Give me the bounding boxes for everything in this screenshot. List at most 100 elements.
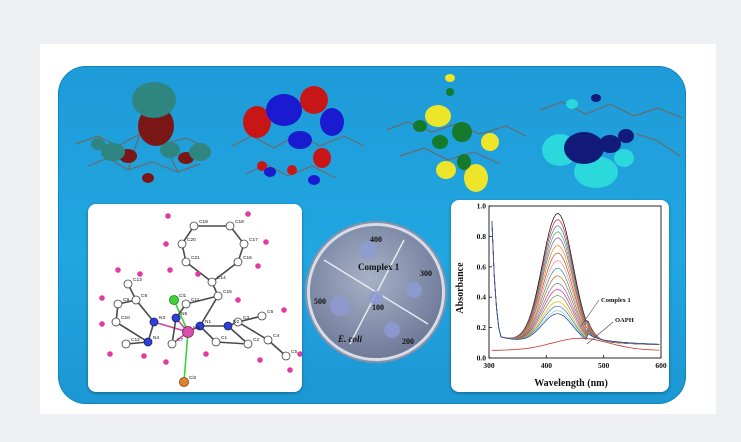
atom [257, 311, 267, 321]
zone-label-500: 500 [314, 297, 326, 306]
atom-label: C15 [223, 289, 232, 295]
atom-label: C21 [191, 255, 200, 261]
hydrogen-atom [203, 351, 209, 357]
atom-label: C7 [177, 337, 183, 343]
atom-label: C18 [235, 219, 244, 225]
y-axis-label: Absorbance [455, 262, 466, 314]
hydrogen-atom [141, 353, 147, 359]
atom-label: Cl2 [189, 375, 197, 381]
hydrogen-atom [287, 367, 293, 373]
hydrogen-atom [263, 239, 269, 245]
atom [182, 326, 194, 338]
y-tick-label: 0.0 [477, 354, 487, 363]
hydrogen-atom [99, 295, 105, 301]
atom-label: Mo [193, 325, 200, 331]
hydrogen-atom [137, 271, 143, 277]
atom [195, 321, 205, 331]
atom [233, 257, 243, 267]
hydrogen-atom [165, 213, 171, 219]
organism-label: E. coli [337, 334, 362, 344]
atom [207, 277, 217, 287]
hydrogen-atom [281, 307, 287, 313]
absorbance-series [491, 221, 660, 346]
zone-label-100: 100 [372, 303, 384, 312]
atom-label: C20 [187, 237, 196, 243]
hydrogen-atom [257, 357, 263, 363]
atom [263, 335, 273, 345]
y-tick-label: 1.0 [477, 202, 487, 211]
atom [211, 337, 221, 347]
atom-label: C10 [121, 315, 130, 321]
hydrogen-atom [115, 267, 121, 273]
atom-label: N3 [159, 315, 165, 321]
atom-label: C13 [133, 277, 142, 283]
atom-label: C9 [123, 297, 129, 303]
atom-label: N5 [181, 311, 187, 317]
atom-label: C5 [291, 349, 297, 355]
orbital-image-3 [380, 74, 530, 202]
atom [113, 299, 123, 309]
atom [233, 317, 243, 327]
atom-label: C17 [249, 237, 258, 243]
atom-label: C2 [253, 337, 259, 343]
atom-label: N2 [233, 319, 239, 325]
plot-frame [488, 205, 662, 359]
zone-label-300: 300 [420, 269, 432, 278]
atom-label: N4 [153, 335, 159, 341]
atom [181, 257, 191, 267]
atom-label: N1 [205, 319, 211, 325]
atom-label: C19 [199, 219, 208, 225]
hydrogen-atom [195, 271, 201, 277]
zone-label-200: 200 [402, 337, 414, 346]
atom [225, 221, 235, 231]
hydrogen-atom [107, 351, 113, 357]
bond [185, 295, 219, 305]
orbital-image-4 [536, 74, 686, 202]
atom [131, 295, 141, 305]
y-tick-label: 0.4 [477, 293, 487, 302]
bond [199, 295, 219, 327]
hydrogen-atom [245, 211, 251, 217]
atom [111, 317, 121, 327]
atom [239, 239, 249, 249]
bond [237, 321, 269, 341]
complex-label: Complex 1 [358, 262, 400, 272]
hydrogen-atom [297, 351, 302, 357]
atom-label: C3 [243, 315, 249, 321]
atom [177, 239, 187, 249]
atom-label: C11 [191, 297, 200, 303]
y-tick-label: 0.8 [477, 232, 487, 241]
annotation-oaph: OAPH [615, 317, 634, 324]
x-tick-label: 600 [655, 361, 667, 370]
y-tick-label: 0.6 [477, 262, 487, 271]
hydrogen-atom [255, 263, 261, 269]
atom [179, 377, 189, 387]
atom-label: C4 [273, 333, 279, 339]
absorbance-series [491, 221, 660, 345]
bond [153, 321, 189, 333]
y-tick-label: 0.2 [477, 323, 487, 332]
zone-label-400: 400 [370, 235, 382, 244]
atom-label: C6 [267, 309, 273, 315]
atom-label: Cl1 [179, 293, 187, 299]
atom [123, 279, 133, 289]
bond [227, 325, 249, 345]
x-axis-label: Wavelength (nm) [534, 378, 608, 389]
atom [243, 339, 253, 349]
bond [115, 321, 149, 343]
atom [181, 299, 191, 309]
hydrogen-atom [163, 241, 169, 247]
atom [171, 313, 181, 323]
atom [143, 337, 153, 347]
atom-label: C16 [243, 255, 252, 261]
bond [135, 299, 155, 323]
bond [211, 261, 239, 283]
atom [189, 221, 199, 231]
orbital-image-2 [222, 74, 372, 202]
x-tick-label: 500 [598, 361, 610, 370]
atom [169, 295, 179, 305]
atom [281, 351, 291, 361]
